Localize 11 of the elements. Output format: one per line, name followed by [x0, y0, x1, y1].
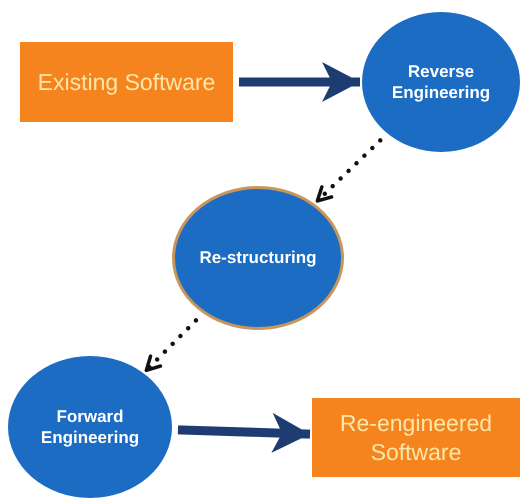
- node-label: Existing Software: [38, 68, 216, 96]
- dotted-arrow: [144, 318, 198, 373]
- dotted-arrow: [315, 138, 383, 204]
- node-label: Re-engineered Software: [338, 408, 494, 466]
- software-box: [312, 398, 520, 477]
- arrow: [239, 62, 360, 102]
- node-label: Forward Engineering: [40, 406, 140, 448]
- software-box: [20, 42, 233, 122]
- node-label: Re-structuring: [199, 247, 317, 269]
- arrow: [178, 412, 310, 453]
- node-label: Reverse Engineering: [390, 60, 492, 104]
